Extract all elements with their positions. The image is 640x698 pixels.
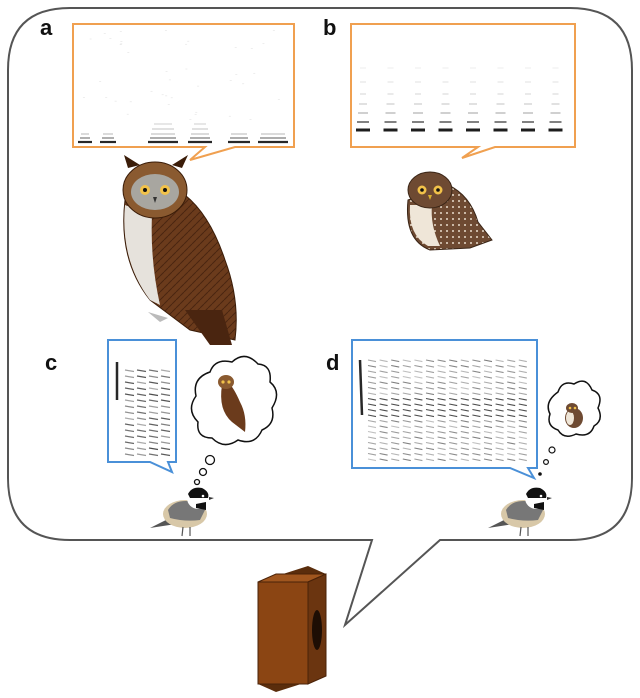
spectrogram-c bbox=[108, 340, 176, 472]
spectrogram-a bbox=[73, 24, 294, 160]
panel-label-b: b bbox=[323, 17, 336, 39]
panel-label-d: d bbox=[326, 352, 339, 374]
callout-box-c bbox=[108, 340, 176, 472]
speaker-icon bbox=[258, 566, 326, 692]
spectrogram-b bbox=[351, 24, 575, 158]
callout-box-b bbox=[351, 24, 575, 158]
panel-label-a: a bbox=[40, 17, 52, 39]
panel-label-c: c bbox=[45, 352, 57, 374]
callout-box-a bbox=[73, 24, 294, 160]
spectrogram-d bbox=[352, 340, 537, 478]
